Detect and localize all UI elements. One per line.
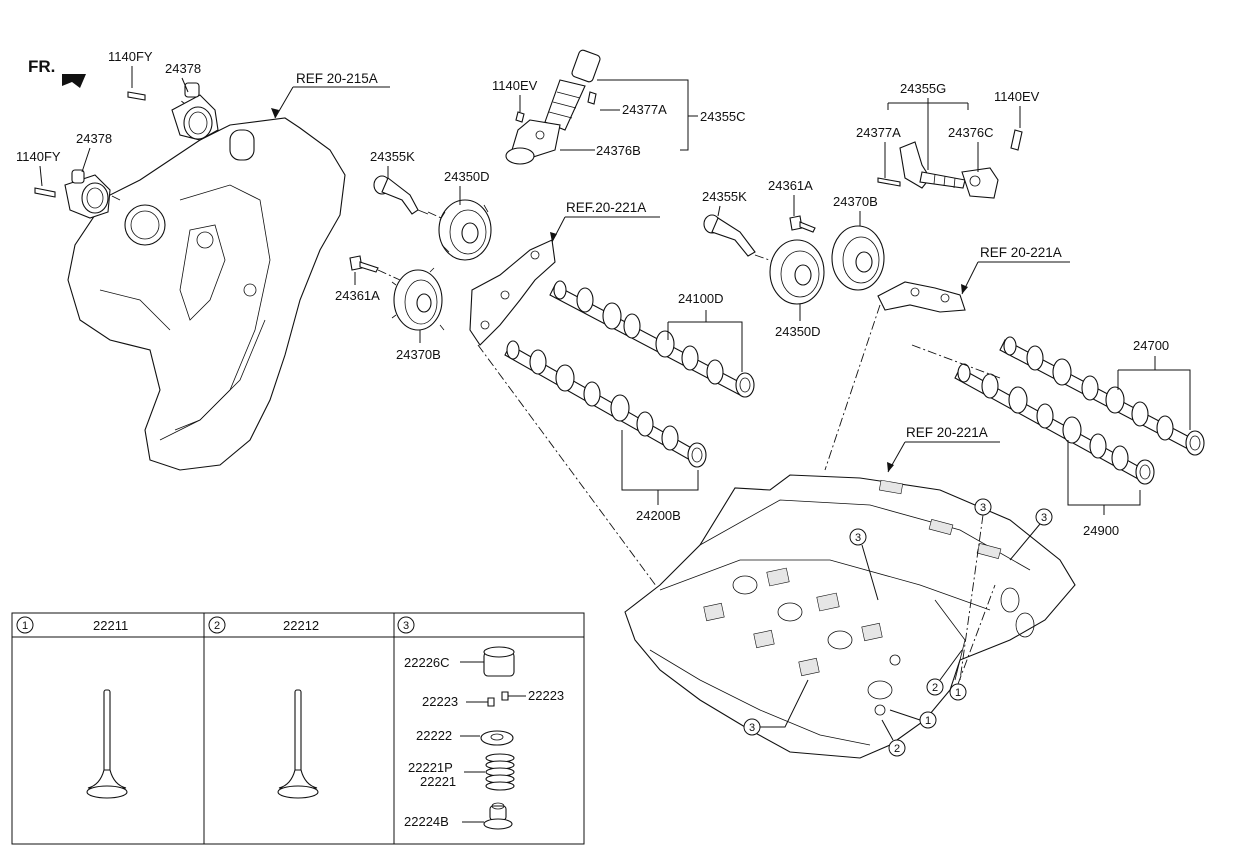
- label-24355k-left: 24355K: [370, 149, 415, 164]
- label-24378-left: 24378: [76, 131, 112, 146]
- label-24376c: 24376C: [948, 125, 994, 140]
- label-24370b-left: 24370B: [396, 347, 441, 362]
- legend-col2-part: 22212: [283, 618, 319, 633]
- cvvt-24350d-left: [438, 199, 492, 261]
- label-24700: 24700: [1133, 338, 1169, 353]
- sprocket-24370b-right: [831, 225, 885, 291]
- bolt-24361a-left: [349, 255, 379, 273]
- label-24377a-right: 24377A: [856, 125, 901, 140]
- ref-20-221a-right: REF 20-221A: [980, 245, 1062, 260]
- svg-text:3: 3: [980, 502, 986, 514]
- callout-1-b: 1: [889, 709, 937, 729]
- timing-cover: [67, 99, 346, 471]
- label-1140ev-right: 1140EV: [994, 89, 1040, 104]
- label-24361a-left: 24361A: [335, 288, 380, 303]
- camshaft-24700: [999, 336, 1205, 456]
- label-22224b: 22224B: [404, 814, 449, 829]
- callout-3-a: 3: [959, 498, 992, 681]
- cylinder-head: [624, 474, 1076, 759]
- front-marker-label: FR.: [28, 57, 55, 76]
- label-24355k-right: 24355K: [702, 189, 747, 204]
- callout-1-a: 1: [949, 584, 996, 701]
- ref-20-215a: REF 20-215A: [296, 71, 378, 86]
- svg-text:1: 1: [955, 687, 961, 699]
- svg-text:3: 3: [855, 532, 861, 544]
- label-22223-b: 22223: [528, 688, 564, 703]
- label-24377a-left: 24377A: [622, 102, 667, 117]
- intake-valve: [86, 689, 128, 799]
- label-24350d-left: 24350D: [444, 169, 490, 184]
- front-marker: FR.: [28, 57, 86, 88]
- label-22221: 22221: [420, 774, 456, 789]
- callout-2-a: 2: [926, 649, 963, 696]
- label-1140fy-left: 1140FY: [16, 149, 61, 164]
- label-22226c: 22226C: [404, 655, 450, 670]
- label-24378-top: 24378: [165, 61, 201, 76]
- label-24355c: 24355C: [700, 109, 746, 124]
- ocv-right: [877, 129, 1023, 199]
- svg-text:2: 2: [894, 743, 900, 755]
- sprocket-24370b-left: [391, 267, 445, 331]
- legend-col1-part: 22211: [93, 618, 128, 633]
- label-1140ev-left: 1140EV: [492, 78, 538, 93]
- valve-stem-seal: [483, 802, 513, 830]
- sensor-24378-top: [127, 82, 219, 141]
- label-24370b-right: 24370B: [833, 194, 878, 209]
- label-24355g: 24355G: [900, 81, 946, 96]
- ref-20-221a-head: REF 20-221A: [906, 425, 988, 440]
- label-22222: 22222: [416, 728, 452, 743]
- svg-text:1: 1: [925, 715, 931, 727]
- valve-spring: [485, 753, 515, 791]
- legend-col1-num: 1: [22, 620, 28, 632]
- bolt-24361a-right: [789, 215, 816, 233]
- bracket-left: [469, 239, 556, 346]
- legend-col2-num: 2: [214, 620, 220, 632]
- callout-3-c: 3: [849, 528, 879, 601]
- sensor-24378-left: [34, 169, 111, 219]
- svg-text:3: 3: [749, 722, 755, 734]
- label-24376b: 24376B: [596, 143, 641, 158]
- legend-col3-num: 3: [403, 620, 409, 632]
- bolt-24355k-left: [373, 175, 429, 215]
- valve-stem-seal-cap: [483, 646, 515, 677]
- camshaft-24200b: [504, 340, 707, 468]
- camshaft-24100d: [549, 280, 755, 398]
- label-24350d-right: 24350D: [775, 324, 821, 339]
- label-24100d: 24100D: [678, 291, 724, 306]
- label-24361a-right: 24361A: [768, 178, 813, 193]
- ocv-left: [505, 49, 601, 165]
- label-22221p: 22221P: [408, 760, 453, 775]
- camshaft-24900: [954, 363, 1155, 485]
- ref-20-221a-left: REF.20-221A: [566, 200, 646, 215]
- svg-text:3: 3: [1041, 512, 1047, 524]
- svg-text:2: 2: [932, 682, 938, 694]
- spring-retainer: [480, 730, 514, 746]
- callout-2-b: 2: [881, 719, 906, 757]
- label-24900: 24900: [1083, 523, 1119, 538]
- callout-3-b: 3: [1009, 508, 1053, 561]
- label-24200b: 24200B: [636, 508, 681, 523]
- bracket-right: [877, 281, 966, 313]
- front-arrow-icon: [62, 74, 86, 88]
- bolt-24355k-right: [703, 214, 756, 257]
- exhaust-valve: [277, 689, 319, 799]
- label-22223-a: 22223: [422, 694, 458, 709]
- legend-table: 1 22211 2 22212 3 22226C 22223 22223: [11, 612, 585, 845]
- cvvt-24350d-right: [769, 239, 825, 305]
- label-1140fy-top: 1140FY: [108, 49, 153, 64]
- callout-3-d: 3: [743, 679, 809, 736]
